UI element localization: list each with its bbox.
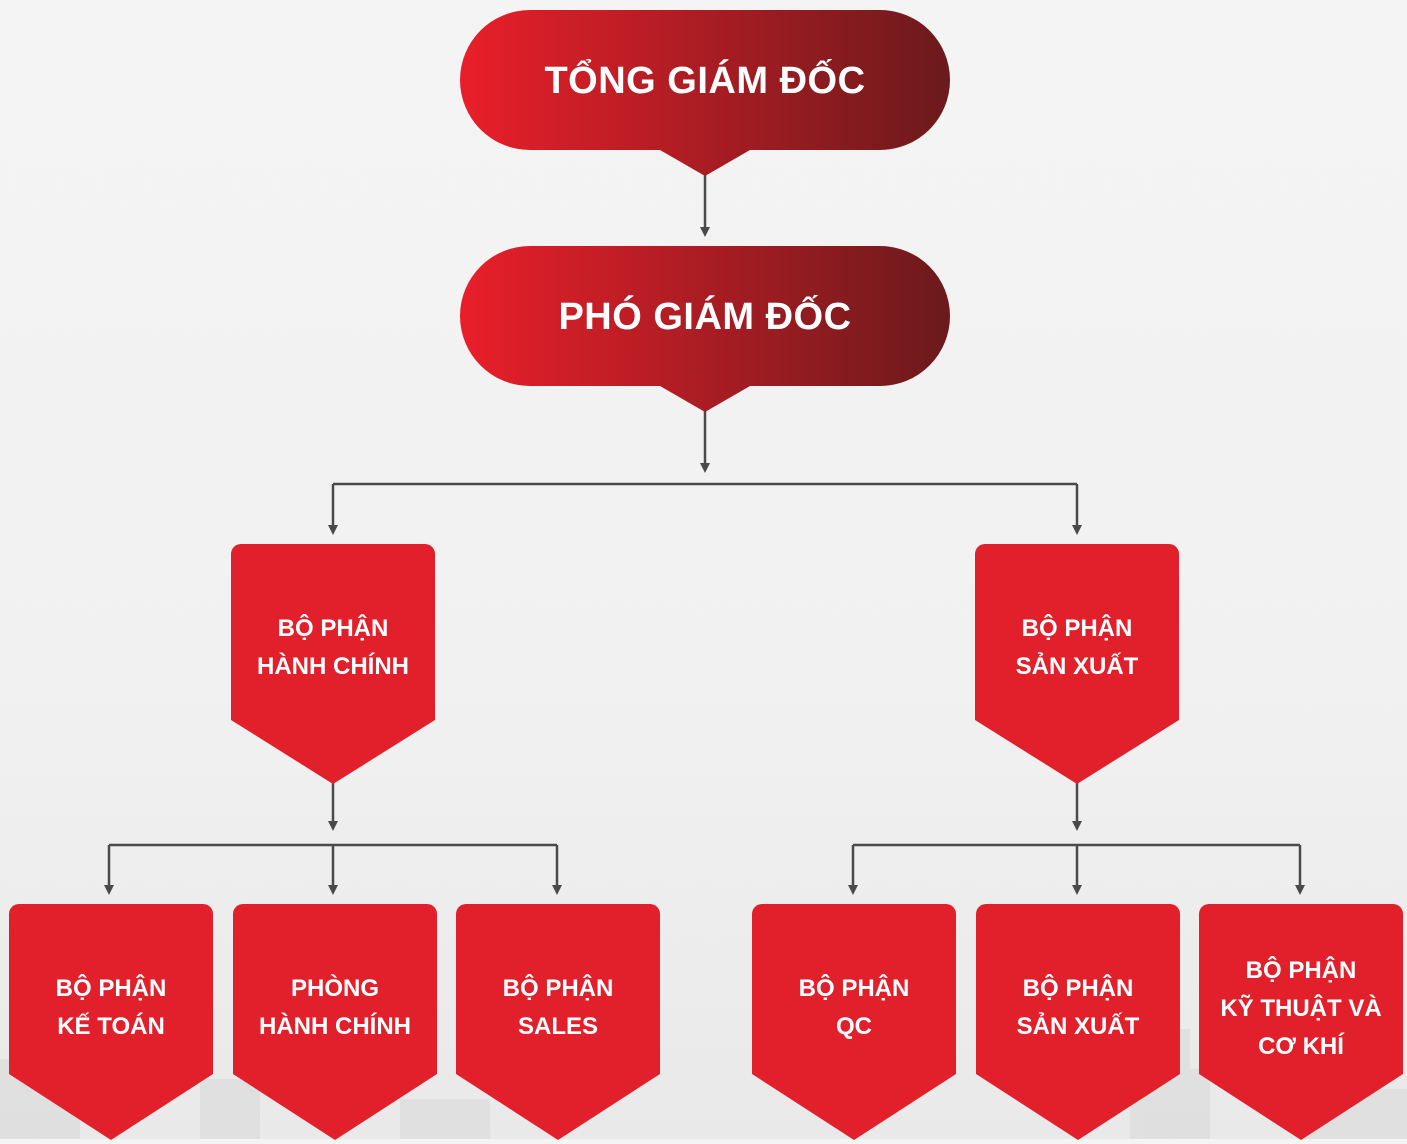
unit-ke-toan-line1: BỘ PHẬN (55, 975, 167, 1002)
ceo-node: TỔNG GIÁM ĐỐC (460, 10, 950, 176)
unit-sales-line1: BỘ PHẬN (502, 975, 614, 1002)
unit-ke-toan: BỘ PHẬN KẾ TOÁN (9, 904, 213, 1144)
unit-ky-thuat-co-khi-line1: BỘ PHẬN (1245, 957, 1357, 984)
unit-phong-hanh-chinh: PHÒNG HÀNH CHÍNH (233, 904, 437, 1144)
unit-ke-toan-line2: KẾ TOÁN (57, 1013, 165, 1040)
unit-qc-line2: QC (836, 1013, 872, 1040)
unit-phong-hanh-chinh-label: PHÒNG HÀNH CHÍNH (240, 970, 430, 1046)
dept-admin-shape (231, 544, 435, 784)
unit-san-xuat: BỘ PHẬN SẢN XUẤT (976, 904, 1180, 1144)
dept-admin-label: BỘ PHẬN HÀNH CHÍNH (238, 610, 428, 686)
unit-ke-toan-shape (9, 904, 213, 1140)
dept-production-shape (975, 544, 1179, 784)
unit-phong-hanh-chinh-line2: HÀNH CHÍNH (259, 1013, 411, 1040)
unit-sales: BỘ PHẬN SALES (456, 904, 660, 1144)
dept-production-line1: BỘ PHẬN (1021, 615, 1133, 642)
unit-san-xuat-shape (976, 904, 1180, 1140)
deputy-label: PHÓ GIÁM ĐỐC (558, 295, 852, 338)
ceo-node-shape (460, 10, 950, 176)
unit-sales-label: BỘ PHẬN SALES (463, 970, 653, 1046)
deputy-node: PHÓ GIÁM ĐỐC (460, 246, 950, 412)
unit-sales-line2: SALES (517, 1013, 598, 1040)
unit-phong-hanh-chinh-line1: PHÒNG (290, 975, 379, 1002)
unit-ky-thuat-co-khi-shape (1199, 904, 1403, 1140)
dept-admin-line2: HÀNH CHÍNH (257, 653, 409, 680)
unit-ky-thuat-co-khi-label: BỘ PHẬN KỸ THUẬT VÀ CƠ KHÍ (1206, 952, 1396, 1066)
unit-ke-toan-label: BỘ PHẬN KẾ TOÁN (16, 970, 206, 1046)
dept-admin-line1: BỘ PHẬN (277, 615, 389, 642)
unit-phong-hanh-chinh-shape (233, 904, 437, 1140)
unit-qc-shape (752, 904, 956, 1140)
unit-ky-thuat-co-khi: BỘ PHẬN KỸ THUẬT VÀ CƠ KHÍ (1199, 904, 1403, 1144)
unit-qc-label: BỘ PHẬN QC (759, 970, 949, 1046)
deputy-node-shape (460, 246, 950, 412)
unit-ky-thuat-co-khi-line3: CƠ KHÍ (1258, 1033, 1344, 1060)
unit-ky-thuat-co-khi-line2: KỸ THUẬT VÀ (1220, 995, 1382, 1022)
unit-sales-shape (456, 904, 660, 1140)
unit-san-xuat-line2: SẢN XUẤT (1016, 1013, 1140, 1040)
dept-production: BỘ PHẬN SẢN XUẤT (975, 544, 1179, 784)
unit-qc-line1: BỘ PHẬN (798, 975, 910, 1002)
dept-admin: BỘ PHẬN HÀNH CHÍNH (231, 544, 435, 784)
unit-san-xuat-line1: BỘ PHẬN (1022, 975, 1134, 1002)
ceo-label: TỔNG GIÁM ĐỐC (544, 59, 866, 102)
dept-production-line2: SẢN XUẤT (1015, 653, 1139, 680)
dept-production-label: BỘ PHẬN SẢN XUẤT (982, 610, 1172, 686)
unit-qc: BỘ PHẬN QC (752, 904, 956, 1144)
unit-san-xuat-label: BỘ PHẬN SẢN XUẤT (983, 970, 1173, 1046)
